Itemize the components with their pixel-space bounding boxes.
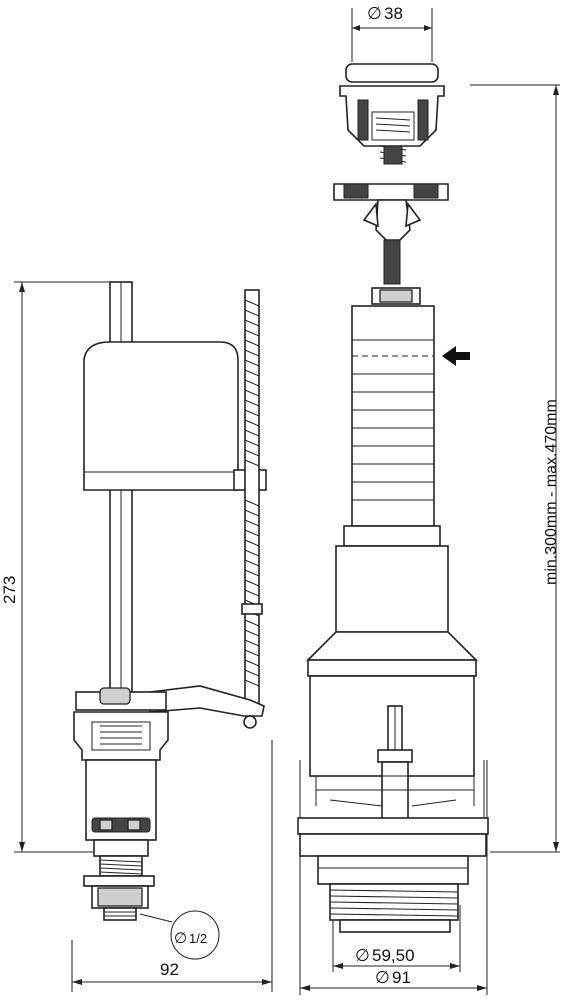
outlet-outer-diameter-symbol: ∅ [375, 968, 390, 987]
fill-valve [73, 281, 267, 921]
float-valve-height-label: 273 [0, 576, 19, 604]
width-left-label: 92 [160, 960, 179, 979]
outlet-inner-diameter-symbol: ∅ [355, 946, 370, 965]
flush-valve [297, 63, 489, 933]
flush-valve-height-label: min.300mm - max.470mm [543, 399, 560, 585]
dimension-labels: ∅ 38 273 min.300mm - max.470mm ∅ 1/2 92 … [0, 4, 560, 987]
thread-callout [139, 910, 220, 960]
button-diameter-label: 38 [384, 4, 403, 23]
dimension-lines [14, 8, 560, 995]
thread-diameter-symbol: ∅ [174, 930, 187, 947]
button-diameter-symbol: ∅ [367, 4, 382, 23]
arrow-left-icon [442, 346, 470, 366]
outlet-inner-diameter-label: 59,50 [372, 946, 415, 965]
outlet-outer-diameter-label: 91 [392, 968, 411, 987]
thread-size-label: 1/2 [189, 931, 207, 946]
